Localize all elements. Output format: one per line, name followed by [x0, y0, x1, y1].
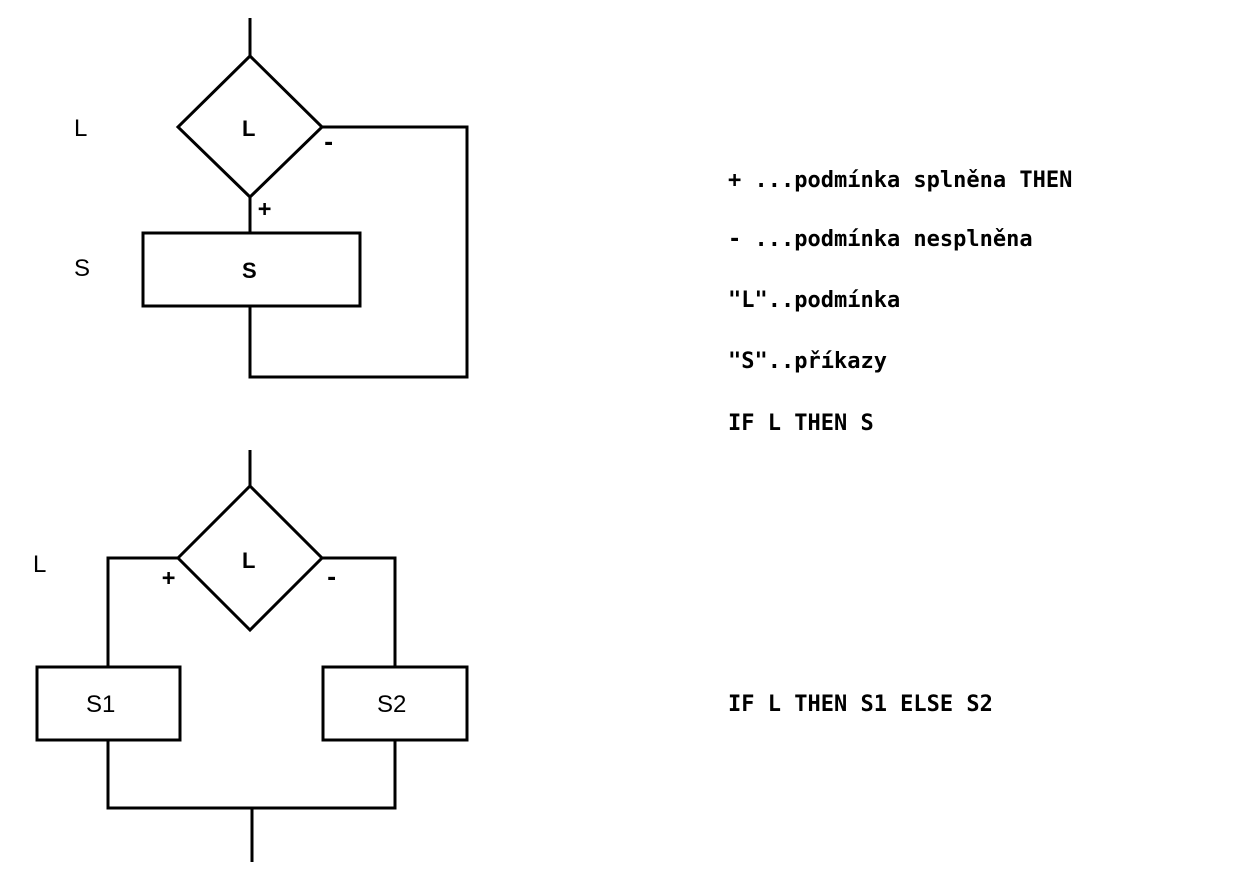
- decision-label-2: L: [242, 548, 255, 573]
- decision-diamond-2: [175, 483, 325, 633]
- statement2-label: S2: [377, 691, 406, 718]
- false-branch-line-2: [322, 556, 397, 667]
- true-branch-line-2: [106, 556, 178, 667]
- side-label-condition: L: [74, 115, 87, 142]
- legend-false: - ...podmínka nesplněna: [728, 227, 1033, 252]
- false-sign: -: [322, 131, 335, 156]
- side-label-statement: S: [74, 255, 90, 282]
- loop-back-line: [248, 125, 469, 379]
- caption-if-then: IF L THEN S: [728, 411, 874, 436]
- statement1-label: S1: [86, 691, 115, 718]
- true-sign: +: [258, 197, 271, 222]
- caption-if-then-else: IF L THEN S1 ELSE S2: [728, 692, 993, 717]
- statement-label: S: [242, 258, 257, 283]
- side-label-condition-2: L: [33, 551, 46, 578]
- decision-label: L: [242, 116, 255, 141]
- legend-true: + ...podmínka splněna THEN: [728, 168, 1073, 193]
- false-sign-2: -: [325, 566, 338, 591]
- legend-condition: "L"..podmínka: [728, 288, 901, 313]
- legend-statements: "S"..příkazy: [728, 349, 887, 374]
- true-sign-2: +: [162, 566, 175, 591]
- merge-line: [106, 740, 397, 810]
